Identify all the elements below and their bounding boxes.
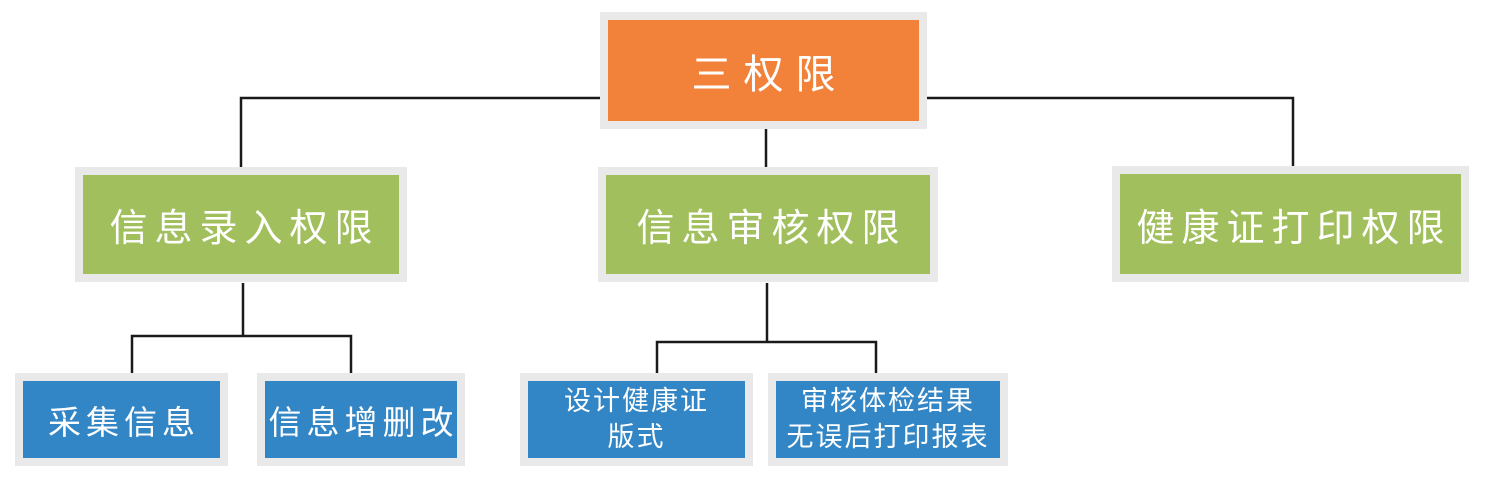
node-info-review-fill: 信息审核权限 <box>606 175 930 274</box>
node-info-entry-fill: 信息录入权限 <box>83 175 399 274</box>
node-cert-print-fill: 健康证打印权限 <box>1120 174 1461 274</box>
node-root-label: 三权限 <box>691 51 848 97</box>
node-info-entry: 信息录入权限 <box>75 167 407 282</box>
edge-info-review-bracket <box>655 340 878 375</box>
edge-root-to-cert-print <box>927 96 1295 168</box>
node-collect-info-fill: 采集信息 <box>23 381 220 458</box>
node-info-review-label: 信息审核权限 <box>636 208 907 250</box>
node-info-crud-fill: 信息增删改 <box>265 381 457 458</box>
node-review-print-report-label-2: 无误后打印报表 <box>786 421 990 452</box>
node-design-cert-layout-label: 设计健康证 <box>564 386 709 417</box>
edge-root-to-info-entry <box>239 96 602 170</box>
node-root-fill: 三权限 <box>608 20 919 121</box>
node-collect-info-label: 采集信息 <box>48 405 200 442</box>
node-root: 三权限 <box>600 12 927 129</box>
node-design-cert-layout-label-2: 版式 <box>607 421 666 452</box>
node-review-print-report-label: 审核体检结果 <box>801 386 975 417</box>
node-design-cert-layout: 设计健康证 版式 <box>520 373 753 466</box>
node-cert-print-label: 健康证打印权限 <box>1136 207 1452 250</box>
node-info-review: 信息审核权限 <box>598 167 938 282</box>
node-review-print-report-fill: 审核体检结果 无误后打印报表 <box>776 381 1000 458</box>
edge-info-entry-bracket <box>130 334 353 375</box>
node-review-print-report: 审核体检结果 无误后打印报表 <box>768 373 1008 466</box>
node-info-crud: 信息增删改 <box>257 373 465 466</box>
node-info-entry-label: 信息录入权限 <box>109 208 380 250</box>
node-cert-print: 健康证打印权限 <box>1112 166 1469 282</box>
node-info-crud-label: 信息增删改 <box>268 405 459 442</box>
node-design-cert-layout-fill: 设计健康证 版式 <box>528 381 745 458</box>
node-collect-info: 采集信息 <box>15 373 228 466</box>
